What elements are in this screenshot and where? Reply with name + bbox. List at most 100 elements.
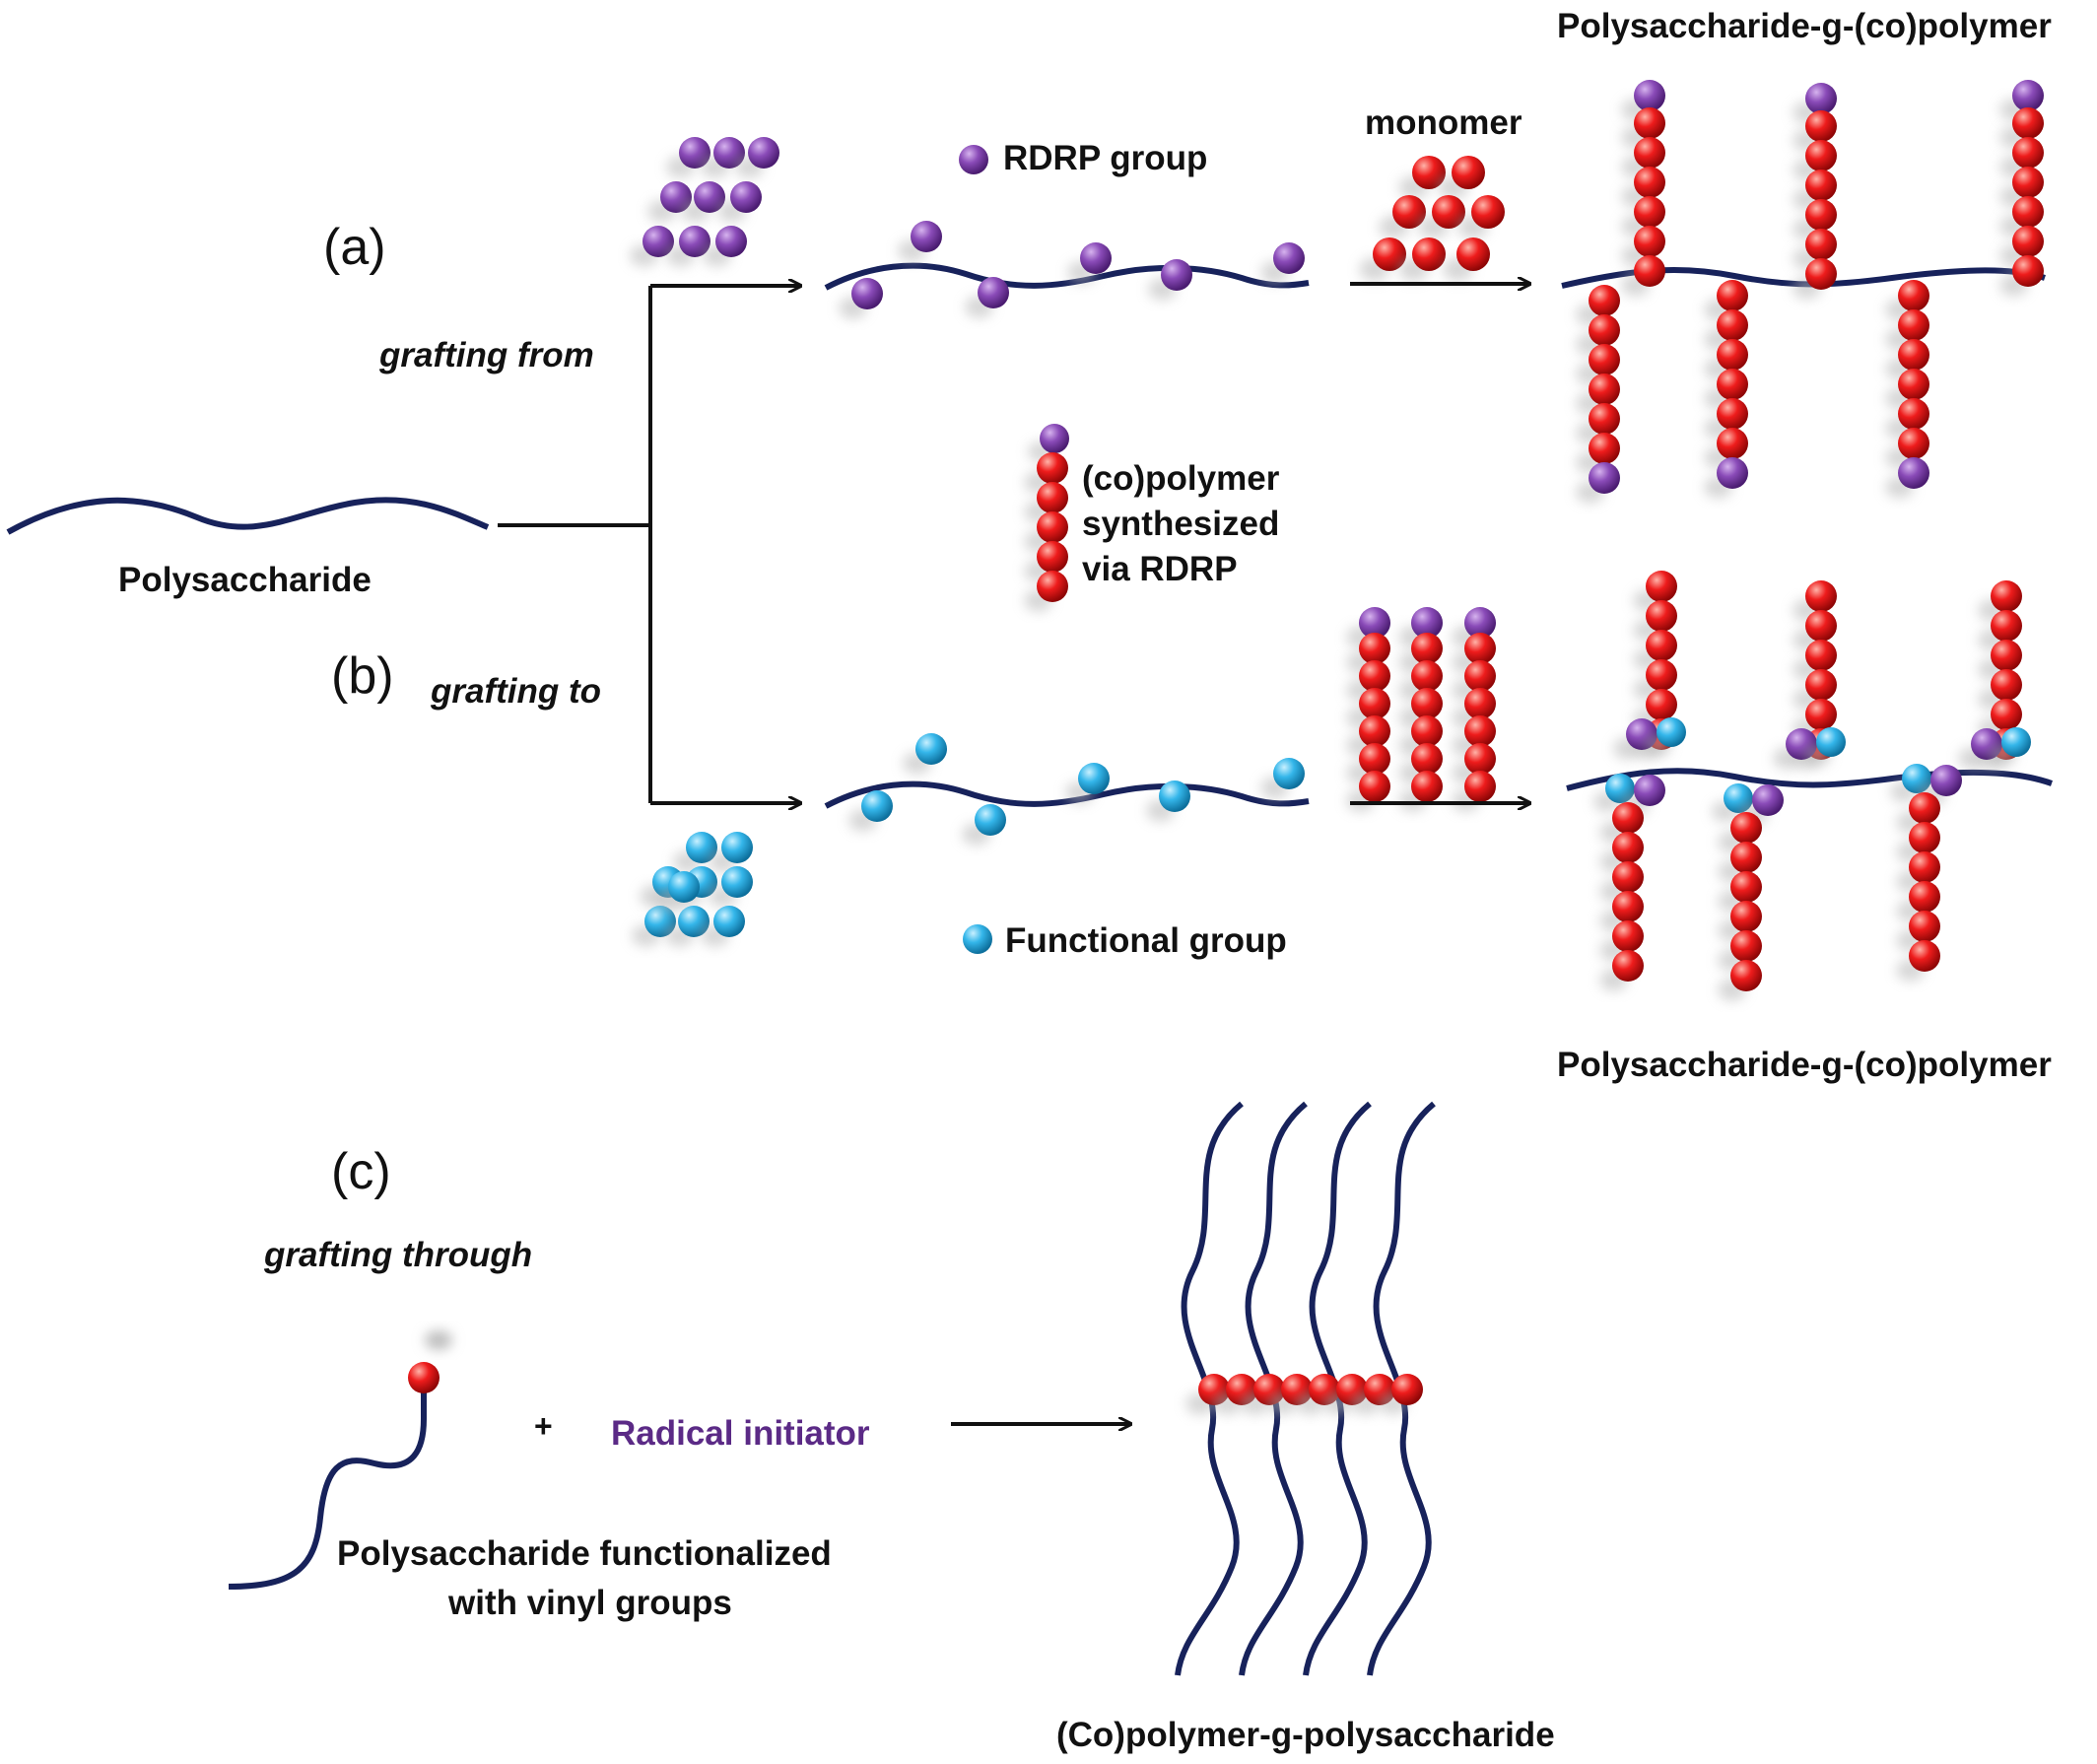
vinyl-label-line1: Polysaccharide functionalized — [337, 1534, 832, 1573]
monomer-sphere — [1909, 822, 1940, 853]
monomer-sphere — [1991, 610, 2022, 642]
backbone-with-functional-groups — [824, 733, 1310, 846]
rdrp-group-sphere — [851, 278, 883, 309]
vinyl-group-icon — [408, 1362, 440, 1393]
monomer-sphere — [1898, 369, 1929, 400]
panel-b-method: grafting to — [430, 672, 601, 711]
monomer-sphere — [1909, 911, 1940, 942]
monomer-sphere — [1909, 881, 1940, 913]
rdrp-group-sphere — [679, 226, 710, 257]
functional-group-legend: Functional group — [1005, 921, 1287, 960]
monomer-sphere — [1411, 688, 1443, 719]
monomer-sphere — [1717, 369, 1748, 400]
rdrp-group-sphere — [730, 181, 762, 213]
rdrp-group-sphere — [715, 226, 747, 257]
monomer-sphere — [1411, 633, 1443, 664]
panel-a-method: grafting from — [378, 336, 594, 374]
rdrp-group-sphere — [1717, 457, 1748, 489]
monomer-sphere — [1730, 871, 1762, 903]
functional-group-sphere — [2001, 727, 2031, 757]
monomer-sphere — [1991, 699, 2022, 730]
panel-b-letter: (b) — [331, 647, 394, 705]
monomer-sphere — [1464, 743, 1496, 775]
rdrp-group-sphere — [1589, 462, 1620, 494]
monomer-sphere — [1730, 842, 1762, 873]
rdrp-group-sphere — [713, 137, 745, 169]
monomer-sphere — [1991, 669, 2022, 701]
rdrp-group-sphere — [694, 181, 725, 213]
product-a-title: Polysaccharide-g-(co)polymer — [1557, 7, 2052, 45]
rdrp-group-sphere — [1273, 242, 1305, 274]
polysaccharide-label: Polysaccharide — [118, 561, 372, 599]
monomer-sphere — [1909, 792, 1940, 824]
functional-group-sphere — [861, 790, 893, 822]
backbone-product-b — [1566, 768, 2054, 791]
panel-c-letter: (c) — [331, 1143, 391, 1200]
monomer-sphere — [1589, 285, 1620, 316]
monomer-sphere — [1730, 901, 1762, 932]
monomer-sphere — [2012, 226, 2044, 257]
monomer-sphere — [1898, 309, 1929, 341]
monomer-sphere — [1411, 743, 1443, 775]
monomer-sphere — [1898, 398, 1929, 430]
rdrp-group-sphere — [2012, 80, 2044, 111]
polysaccharide-strand — [1239, 1101, 1308, 1676]
monomer-sphere — [2012, 137, 2044, 169]
functional-group-sphere — [713, 906, 745, 937]
monomer-sphere — [1634, 255, 1665, 287]
functional-group-icon — [963, 924, 992, 954]
monomer-sphere — [1717, 280, 1748, 311]
monomer-sphere — [1412, 237, 1446, 271]
rdrp-group-sphere — [1040, 424, 1069, 453]
monomer-sphere — [1805, 640, 1837, 671]
rdrp-group-pile — [630, 137, 779, 267]
monomer-sphere — [1730, 812, 1762, 844]
monomer-sphere — [1589, 344, 1620, 375]
product-a-graft-copolymer — [1561, 80, 2046, 504]
monomer-sphere — [1898, 428, 1929, 459]
copolymer-rdrp-icon — [1024, 424, 1069, 612]
monomer-sphere — [1805, 699, 1837, 730]
vinyl-label-line2: with vinyl groups — [447, 1584, 732, 1622]
monomer-sphere — [1634, 107, 1665, 139]
monomer-sphere — [1805, 580, 1837, 612]
monomer-sphere — [1805, 258, 1837, 290]
plus-sign: + — [534, 1408, 553, 1444]
monomer-sphere — [1589, 403, 1620, 435]
monomer-pile — [1359, 156, 1505, 282]
copolymer-label-line1: (co)polymer — [1082, 459, 1280, 498]
functional-group-sphere — [686, 832, 717, 863]
copolymer-g-polysaccharide — [1175, 1101, 1436, 1676]
monomer-sphere — [1717, 428, 1748, 459]
monomer-sphere — [1612, 920, 1644, 952]
monomer-sphere — [1612, 891, 1644, 922]
rdrp-group-sphere — [679, 137, 710, 169]
monomer-sphere — [1464, 715, 1496, 747]
functional-group-sphere — [678, 906, 710, 937]
rdrp-group-sphere — [748, 137, 779, 169]
monomer-sphere — [1646, 630, 1677, 661]
monomer-sphere — [1634, 196, 1665, 228]
monomer-sphere — [1452, 156, 1485, 189]
rdrp-group-legend: RDRP group — [1003, 139, 1207, 177]
functional-group-sphere — [721, 866, 753, 898]
rdrp-group-sphere — [1464, 607, 1496, 639]
copolymer-chains-reagent — [1346, 607, 1496, 812]
functional-group-sphere — [1816, 727, 1846, 757]
monomer-sphere — [1805, 610, 1837, 642]
monomer-sphere — [1411, 660, 1443, 692]
monomer-sphere — [1646, 600, 1677, 632]
rdrp-group-sphere — [643, 226, 674, 257]
monomer-sphere — [1589, 373, 1620, 405]
monomer-sphere — [1805, 669, 1837, 701]
monomer-label: monomer — [1365, 103, 1522, 142]
monomer-sphere — [1717, 339, 1748, 371]
monomer-sphere — [1898, 339, 1929, 371]
monomer-sphere — [1805, 199, 1837, 231]
monomer-sphere — [1646, 659, 1677, 691]
functional-group-sphere — [721, 832, 753, 863]
vinyl-polysaccharide — [228, 1330, 452, 1590]
monomer-sphere — [1391, 1374, 1423, 1405]
monomer-sphere — [1991, 580, 2022, 612]
monomer-sphere — [1612, 802, 1644, 834]
